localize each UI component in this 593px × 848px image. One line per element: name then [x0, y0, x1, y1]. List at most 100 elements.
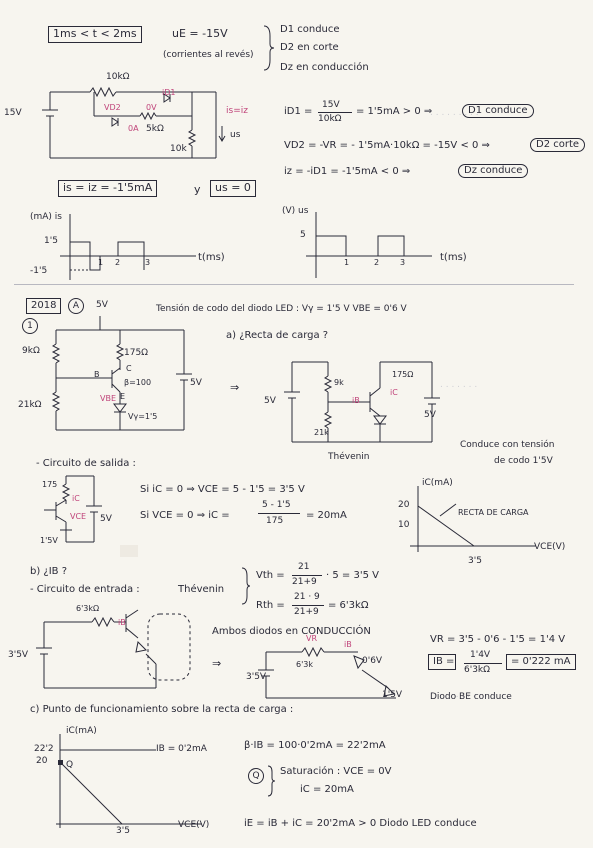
- thevenin-heading: Thévenin: [178, 584, 225, 595]
- si-fraction-bar: [258, 513, 300, 514]
- si-equation-2-pre: Si VCE = 0 ⇒ iC =: [140, 510, 230, 521]
- graph-us-xlabel: t(ms): [440, 252, 467, 263]
- vth-fraction-bar: [292, 575, 322, 576]
- si-equation-2-den: 175: [266, 516, 284, 526]
- section-letter: A: [68, 298, 84, 314]
- op-graph-ib-line: IB = 0'2mA: [156, 744, 207, 754]
- circuit2-e: E: [120, 392, 126, 401]
- circuit1-is-iz: is=iz: [226, 106, 248, 116]
- circuit1-us: us: [230, 130, 241, 140]
- circuit2-r2: 21kΩ: [18, 400, 42, 410]
- salida-title: - Circuito de salida :: [36, 458, 136, 469]
- circuit2-beta: β=100: [124, 378, 152, 387]
- thevenin-v1: 5V: [264, 396, 276, 406]
- thevenin-brace: [241, 567, 251, 605]
- conduce-note-2: de codo 1'5V: [494, 456, 553, 466]
- result-and: y: [194, 183, 201, 196]
- graph-is-tick-3: 3: [145, 258, 151, 267]
- entrada-ib: iB: [118, 618, 126, 627]
- circuit1-r3: 10k: [170, 144, 187, 154]
- interval-label: 1ms < t < 2ms: [48, 26, 142, 43]
- graph-is-xlabel: t(ms): [198, 252, 225, 263]
- q-tag: Q: [248, 768, 264, 784]
- graph-is-ylabel: (mA) is: [30, 212, 62, 222]
- entrada-r: 6'3kΩ: [76, 604, 100, 613]
- entrada2-v15: 1'5V: [382, 690, 403, 700]
- ib-fraction-bar: [464, 663, 502, 664]
- entrada2-vr: VR: [306, 634, 318, 643]
- circuit2-r1: 9kΩ: [22, 346, 40, 356]
- graph-is-tick-1: 1: [98, 258, 104, 267]
- state-brace: [263, 25, 275, 71]
- eq2: VD2 = -VR = - 1'5mA·10kΩ = -15V < 0 ⇒: [284, 140, 490, 151]
- question-a: a) ¿Recta de carga ?: [226, 330, 329, 341]
- circuit1-ov: 0V: [146, 103, 157, 112]
- result-is: is = iz = -1'5mA: [58, 180, 158, 197]
- diodo-be: Diodo BE conduce: [430, 692, 512, 702]
- circuit1-r2: 5kΩ: [146, 124, 164, 134]
- vth-den: 21+9: [292, 577, 317, 587]
- load-graph-note: RECTA DE CARGA: [458, 508, 529, 517]
- load-line-graph: [410, 486, 536, 552]
- circuit-diagram-1: [42, 86, 226, 159]
- input-circuit: [36, 609, 191, 689]
- load-graph-xtick: 3'5: [468, 556, 482, 566]
- eq1-num: 15V: [322, 100, 340, 110]
- question-c: c) Punto de funcionamiento sobre la rect…: [30, 704, 294, 715]
- load-graph-yhi: 20: [398, 500, 410, 510]
- ib-den: 6'3kΩ: [464, 665, 491, 675]
- circuit1-id1: iD1: [162, 88, 176, 97]
- eq1-lhs: iD1 =: [284, 106, 313, 117]
- graph-us-tick-3: 3: [400, 258, 406, 267]
- conduce-note-1: Conduce con tensión: [460, 440, 555, 450]
- thevenin-circuit: [284, 361, 440, 443]
- rth-fraction-bar: [292, 605, 324, 606]
- circuit-diagram-2: [51, 316, 192, 431]
- thevenin-v2: 5V: [424, 410, 436, 420]
- circuit2-c: C: [126, 364, 132, 373]
- entrada2-ib: iB: [344, 640, 352, 649]
- part2-header: Tensión de codo del diodo LED : Vγ = 1'5…: [156, 304, 407, 314]
- ambos-diodos: Ambos diodos en CONDUCCIÓN: [212, 626, 371, 637]
- bleed-through-text: . . . . . . .: [450, 690, 488, 700]
- bleed-through-text: . . . . . . . . .: [430, 108, 479, 118]
- load-graph-ymid: 10: [398, 520, 410, 530]
- exercise-number: 1: [22, 318, 38, 334]
- circuit1-vd2: VD2: [104, 103, 121, 112]
- circuit2-b: B: [94, 370, 100, 379]
- vth-post: · 5 = 3'5 V: [326, 570, 379, 581]
- ue-label: uE = -15V: [172, 27, 228, 40]
- ue-note: (corrientes al revés): [163, 50, 254, 60]
- vth-num: 21: [298, 562, 310, 572]
- salida-v: 5V: [100, 514, 112, 524]
- circuit2-rc: 175Ω: [124, 348, 149, 358]
- circuit1-source: 15V: [4, 108, 22, 118]
- eq3: iz = -iD1 = -1'5mA < 0 ⇒: [284, 166, 411, 177]
- si-equation-1: Si iC = 0 ⇒ VCE = 5 - 1'5 = 3'5 V: [140, 484, 305, 495]
- sat-brace: [267, 765, 276, 797]
- eq1-tag: D1 conduce: [462, 104, 534, 118]
- thevenin-label: Thévenin: [328, 452, 370, 462]
- ib-num: 1'4V: [470, 650, 491, 660]
- ib-post: = 0'222 mA: [506, 654, 576, 670]
- bleed-through-text: . . . . . . .: [440, 380, 478, 390]
- input-circuit-2: [258, 646, 396, 699]
- beta-ib: β·IB = 100·0'2mA = 22'2mA: [244, 740, 386, 751]
- paper-stain: [120, 545, 138, 557]
- circuit2-source: 5V: [190, 378, 202, 388]
- vr-equation: VR = 3'5 - 0'6 - 1'5 = 1'4 V: [430, 634, 566, 645]
- vth-pre: Vth =: [256, 570, 285, 581]
- graph-us-tick-2: 2: [374, 258, 380, 267]
- saturation-2: iC = 20mA: [300, 784, 354, 795]
- entrada2-v: 3'5V: [246, 672, 267, 682]
- state-d1: D1 conduce: [280, 24, 340, 35]
- op-graph-y1: 22'2: [34, 744, 54, 754]
- entrada-v: 3'5V: [8, 650, 29, 660]
- saturation-1: Saturación : VCE = 0V: [280, 766, 392, 777]
- result-us: us = 0: [210, 180, 256, 197]
- circuit2-vbe: VBE: [100, 394, 117, 403]
- op-graph-xtick: 3'5: [116, 826, 130, 836]
- thevenin-rc: 175Ω: [392, 370, 414, 379]
- rth-den: 21+9: [294, 607, 319, 617]
- arrow-implies-2: ⇒: [212, 657, 222, 670]
